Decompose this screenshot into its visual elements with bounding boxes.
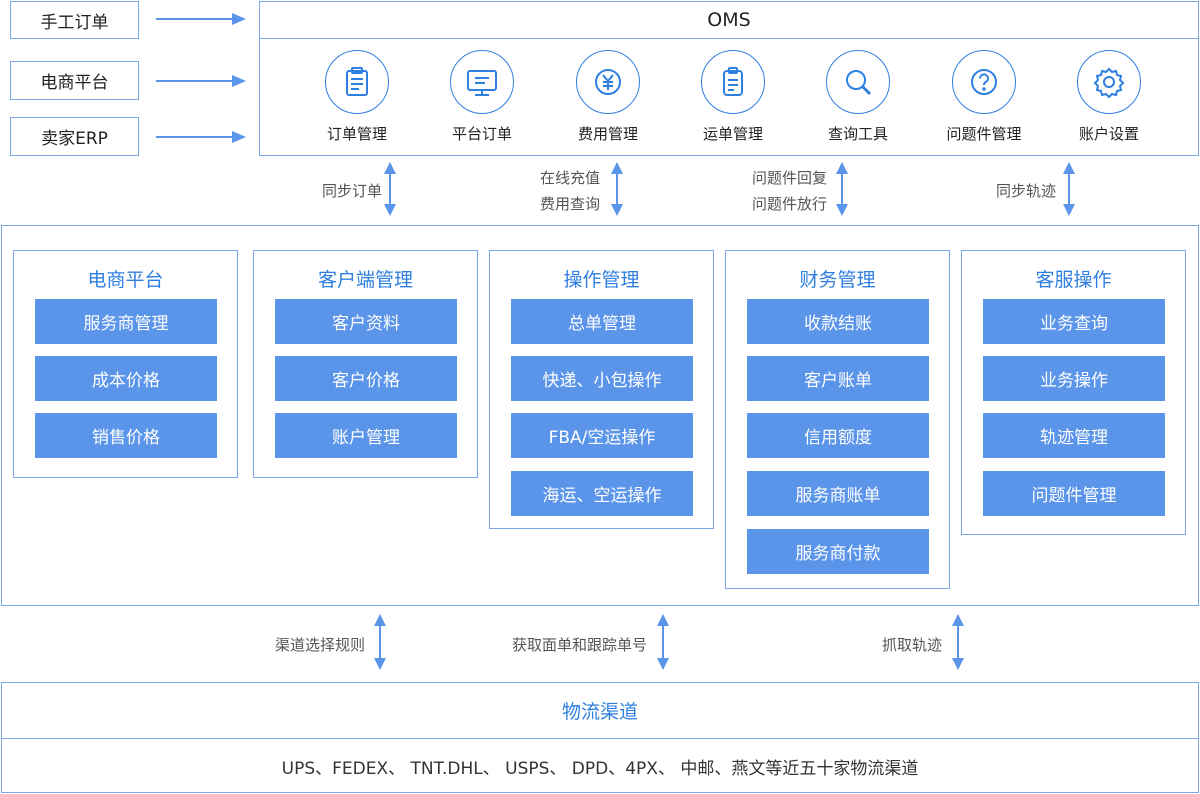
oms-module-label: 订单管理 [326, 125, 387, 143]
source-ecommerce-platform: 电商平台 [10, 61, 139, 100]
panel-item[interactable]: 问题件管理 [983, 471, 1165, 516]
panel-item[interactable]: 销售价格 [35, 413, 217, 458]
panel-item[interactable]: FBA/空运操作 [511, 413, 693, 458]
source-manual-orders: 手工订单 [10, 1, 139, 39]
gear-icon [1077, 50, 1141, 114]
magnifier-icon [826, 50, 890, 114]
link-label-sync-tracks: 同步轨迹 [995, 182, 1056, 200]
panel-operations-management: 操作管理 总单管理 快递、小包操作 FBA/空运操作 海运、空运操作 [489, 250, 714, 529]
oms-module-label: 运单管理 [702, 125, 763, 143]
oms-title: OMS [707, 8, 751, 31]
panel-item[interactable]: 客户资料 [275, 299, 457, 344]
logistics-divider [1, 738, 1199, 739]
oms-module-platform-orders[interactable]: 平台订单 [427, 50, 537, 144]
panel-item[interactable]: 业务查询 [983, 299, 1165, 344]
bottom-connector-arrows [374, 614, 964, 670]
panel-item[interactable]: 海运、空运操作 [511, 471, 693, 516]
oms-module-waybill-management[interactable]: 运单管理 [678, 50, 788, 144]
panel-customer-service: 客服操作 业务查询 业务操作 轨迹管理 问题件管理 [961, 250, 1186, 535]
panel-item[interactable]: 客户价格 [275, 356, 457, 401]
panel-title: 电商平台 [87, 269, 164, 291]
oms-module-label: 平台订单 [451, 125, 512, 143]
top-connector-arrows [384, 162, 1075, 216]
panel-finance-management: 财务管理 收款结账 客户账单 信用额度 服务商账单 服务商付款 [725, 250, 950, 589]
link-label-problem-items: 问题件回复 问题件放行 [751, 169, 827, 213]
source-arrows [156, 13, 246, 143]
oms-module-account-settings[interactable]: 账户设置 [1054, 50, 1164, 144]
panel-item[interactable]: 服务商付款 [747, 529, 929, 574]
logistics-frame [1, 682, 1199, 793]
oms-module-problem-items[interactable]: 问题件管理 [929, 50, 1039, 144]
oms-module-label: 账户设置 [1078, 125, 1139, 143]
link-label-sync-orders: 同步订单 [321, 182, 382, 200]
panel-title: 客服操作 [1035, 269, 1112, 291]
panel-item[interactable]: 成本价格 [35, 356, 217, 401]
panel-item[interactable]: 轨迹管理 [983, 413, 1165, 458]
question-circle-icon [952, 50, 1016, 114]
oms-module-label: 查询工具 [827, 125, 888, 143]
oms-module-fee-management[interactable]: 费用管理 [553, 50, 663, 144]
panel-item[interactable]: 服务商管理 [35, 299, 217, 344]
oms-module-label: 费用管理 [577, 125, 638, 143]
yen-coin-icon [576, 50, 640, 114]
logistics-channel-list: UPS、FEDEX、 TNT.DHL、 USPS、 DPD、4PX、 中邮、燕文… [281, 758, 919, 779]
panel-item[interactable]: 收款结账 [747, 299, 929, 344]
panel-client-management: 客户端管理 客户资料 客户价格 账户管理 [253, 250, 478, 478]
panel-item[interactable]: 信用额度 [747, 413, 929, 458]
source-seller-erp: 卖家ERP [10, 117, 139, 156]
oms-module-label: 问题件管理 [946, 125, 1022, 143]
monitor-icon [450, 50, 514, 114]
oms-divider [259, 38, 1199, 39]
panel-ecommerce-platform: 电商平台 服务商管理 成本价格 销售价格 [13, 250, 238, 478]
link-label-labels-tracking: 获取面单和跟踪单号 [511, 636, 647, 654]
link-label-channel-rules: 渠道选择规则 [274, 636, 365, 654]
panel-item[interactable]: 账户管理 [275, 413, 457, 458]
panel-item[interactable]: 业务操作 [983, 356, 1165, 401]
clipboard-list-icon [325, 50, 389, 114]
link-label-recharge-fees: 在线充值 费用查询 [539, 169, 600, 213]
panel-item[interactable]: 服务商账单 [747, 471, 929, 516]
oms-module-query-tools[interactable]: 查询工具 [803, 50, 913, 144]
panel-title: 客户端管理 [317, 269, 413, 291]
link-label-fetch-tracks: 抓取轨迹 [881, 636, 942, 654]
clipboard-icon [701, 50, 765, 114]
logistics-title: 物流渠道 [561, 700, 638, 723]
panel-title: 财务管理 [799, 269, 876, 291]
panel-item[interactable]: 快递、小包操作 [511, 356, 693, 401]
oms-module-order-management[interactable]: 订单管理 [302, 50, 412, 144]
panel-item[interactable]: 总单管理 [511, 299, 693, 344]
panel-item[interactable]: 客户账单 [747, 356, 929, 401]
panel-title: 操作管理 [563, 269, 640, 291]
